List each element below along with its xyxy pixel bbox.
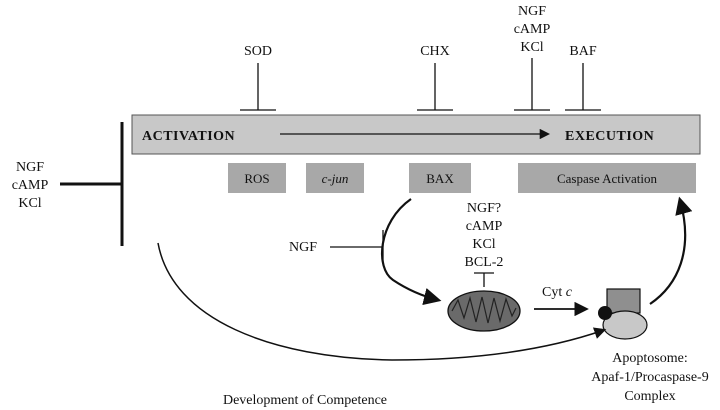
inhibitor-line-kcl: KCl	[520, 40, 543, 55]
execution-label: EXECUTION	[565, 129, 654, 144]
chx-label: CHX	[420, 44, 450, 59]
cyt-c-release: Cyt c	[534, 285, 589, 317]
inhibitor-line-camp: cAMP	[514, 22, 551, 37]
caspase-activation-label: Caspase Activation	[557, 171, 658, 186]
mito-inhibitor-ngf: NGF?	[467, 201, 501, 216]
caspase-activation-box: Caspase Activation	[518, 163, 696, 193]
mito-inhibitor-camp: cAMP	[466, 219, 503, 234]
apoptosome-to-caspase-arrow	[649, 196, 693, 305]
baf-inhibitor: BAF	[565, 44, 601, 111]
c-jun-label: c-jun	[322, 171, 349, 186]
inhibitor-line-ngf: NGF	[518, 4, 546, 19]
left-inhibitor-ngf: NGF	[16, 160, 44, 175]
svg-text:Apoptosome:: Apoptosome:	[612, 351, 687, 366]
sod-label: SOD	[244, 44, 272, 59]
mito-inhibitor-bcl2: BCL-2	[465, 255, 504, 270]
bax-to-mitochondrion-arrow	[381, 198, 442, 306]
development-of-competence-arrow	[157, 242, 607, 361]
sod-inhibitor: SOD	[240, 44, 276, 111]
ros-box: ROS	[228, 163, 286, 193]
c-jun-box: c-jun	[306, 163, 364, 193]
mito-inhibitor-kcl: KCl	[472, 237, 495, 252]
ngf-camp-kcl-execution-inhibitor: NGF cAMP KCl	[514, 4, 551, 111]
chx-inhibitor: CHX	[417, 44, 453, 111]
ros-label: ROS	[244, 171, 269, 186]
activation-label: ACTIVATION	[142, 129, 235, 144]
apoptosome-label: Apoptosome: Apaf-1/Procaspase-9 Complex	[591, 351, 708, 404]
apoptosome-icon	[598, 288, 648, 340]
mitochondrion-inhibitor: NGF? cAMP KCl BCL-2	[465, 201, 504, 287]
left-inhibitor-kcl: KCl	[18, 196, 41, 211]
development-of-competence-label: Development of Competence	[223, 393, 387, 408]
bax-label: BAX	[426, 171, 454, 186]
svg-text:Complex: Complex	[624, 389, 675, 404]
left-ngf-camp-kcl-inhibitor: NGF cAMP KCl	[12, 122, 124, 246]
left-inhibitor-camp: cAMP	[12, 178, 49, 193]
mitochondrion-icon	[447, 290, 521, 332]
svg-text:Apaf-1/Procaspase-9: Apaf-1/Procaspase-9	[591, 370, 708, 385]
bax-box: BAX	[409, 163, 471, 193]
cyt-c-label: Cyt c	[542, 285, 573, 300]
ngf-bax-inhibitor-label: NGF	[289, 240, 317, 255]
baf-label: BAF	[569, 44, 596, 59]
ngf-bax-inhibitor: NGF	[289, 230, 384, 264]
